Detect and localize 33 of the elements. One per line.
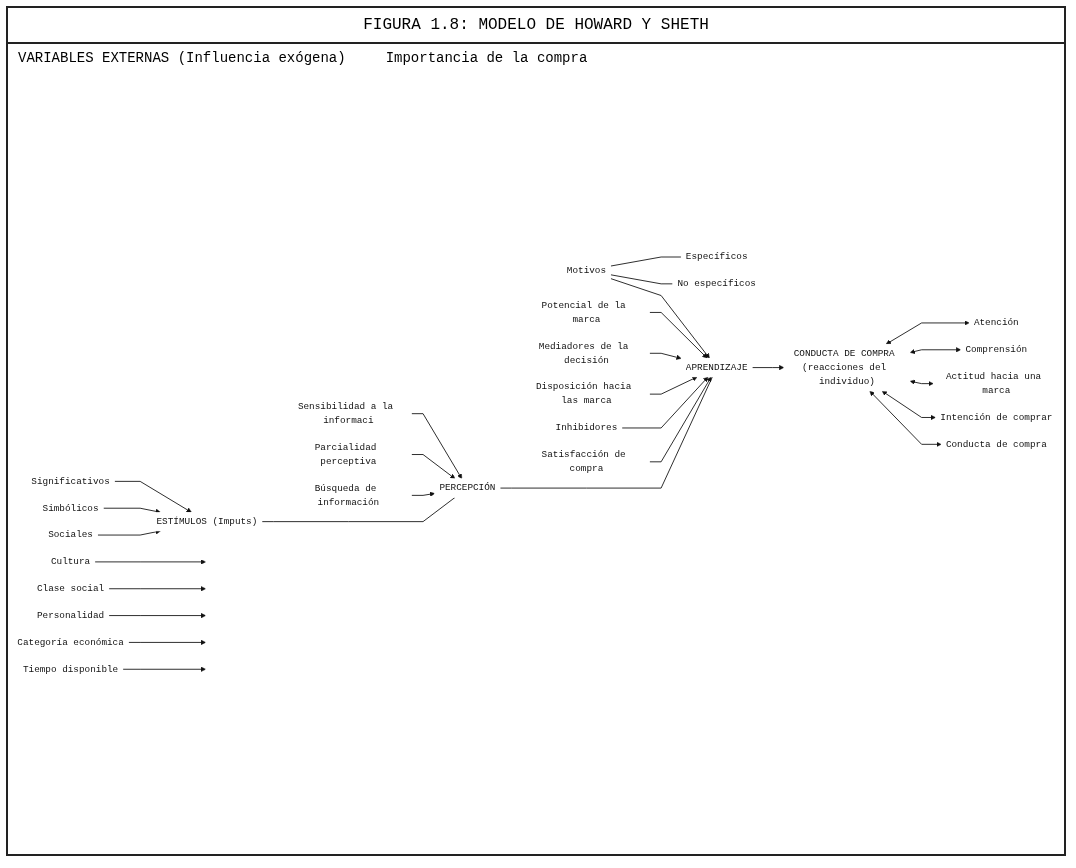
node-text: Parcialidad perceptiva (314, 442, 377, 467)
node-text: Cultura (50, 556, 91, 567)
node-text: Conducta de compra (945, 438, 1047, 450)
node-text: Categoría económica (17, 637, 124, 648)
connector (610, 256, 682, 267)
node-text: Clase social (36, 583, 105, 594)
node-text: Potencial de la marca (541, 300, 626, 325)
diagram-title: FIGURA 1.8: MODELO DE HOWARD Y SHETH (8, 8, 1064, 44)
node-text: Sociales (48, 529, 93, 541)
node-text: PERCEPCIÓN (439, 482, 496, 494)
node-text: ESTÍMULOS (Imputs) (156, 516, 258, 527)
connector (261, 496, 456, 522)
node-text: Actitud hacia una marca (945, 371, 1042, 396)
node-text: Tiempo disponible (22, 663, 119, 675)
node-text: Comprensión (965, 344, 1028, 355)
node-text: Específicos (685, 251, 748, 263)
node-text: Búsqueda de información (314, 482, 380, 508)
node-text: Inhibidores (555, 422, 618, 434)
note-text: Importancia de la compra (385, 50, 588, 66)
node-text: Intención de comprar (940, 412, 1053, 423)
node-text: Sensibilidad a la informaci (297, 401, 394, 426)
note-text: VARIABLES EXTERNAS (Influencia exógena) (18, 50, 346, 66)
node-text: Motivos (566, 265, 607, 276)
node-text: Satisfacción de compra (541, 449, 626, 474)
node-text: Disposición hacia las marca (536, 381, 632, 407)
node-text: Significativos (31, 475, 110, 487)
node-text: Personalidad (36, 610, 105, 621)
node-text: Atención (973, 317, 1019, 329)
node-text: No específicos (677, 278, 756, 289)
node-text: Mediadores de la decisión (538, 340, 629, 366)
node-text: CONDUCTA DE COMPRA (reacciones del individuo) (793, 348, 895, 387)
connector (610, 274, 674, 285)
node-text: Simbólicos (42, 502, 99, 514)
